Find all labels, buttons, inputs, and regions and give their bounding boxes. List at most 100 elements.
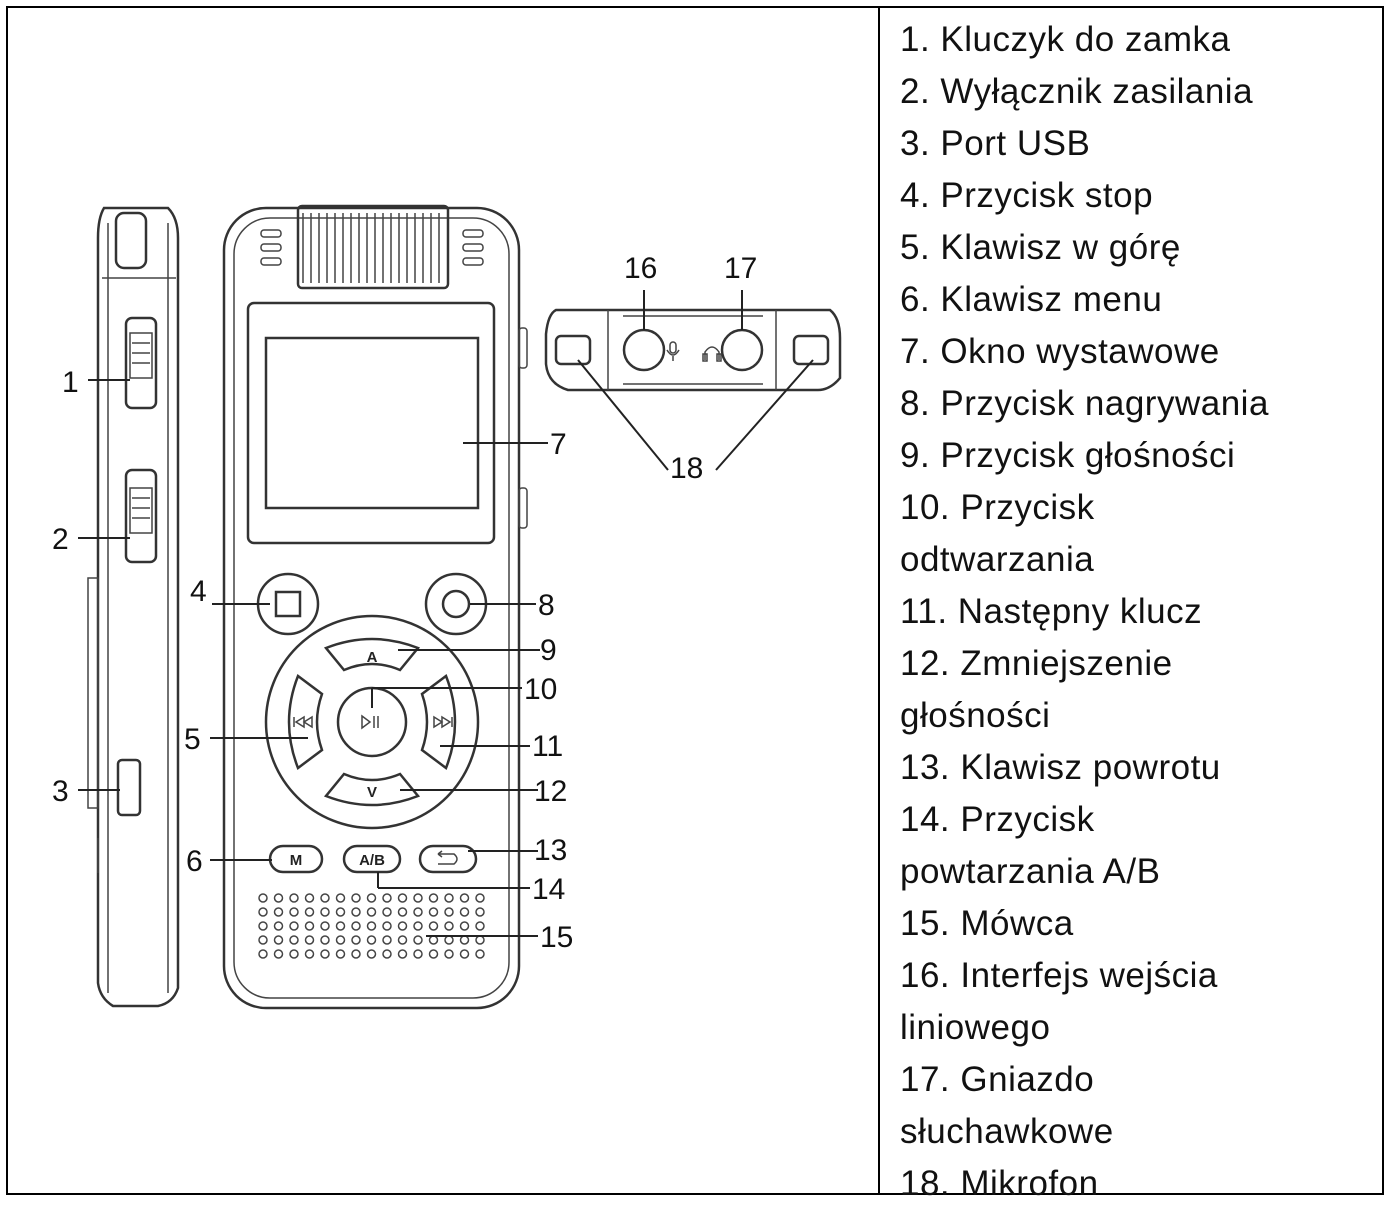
headphone-jack [720,328,764,372]
callout-2: 2 [52,523,69,556]
speaker-hole [382,949,392,959]
speaker-hole [444,921,454,931]
speaker-hole [428,935,439,945]
svg-text:A/B: A/B [359,852,385,869]
stop-icon [274,590,302,618]
legend-item-12: 12. Zmniejszenie głośności [900,644,1173,735]
speaker-hole [366,935,377,945]
speaker-hole [397,907,408,917]
speaker-hole [304,921,315,931]
legend-item-17: 17. Gniazdo słuchawkowe [900,1060,1114,1151]
previous-icon [293,715,313,729]
display-window [246,301,496,545]
legend-item-8: 8. Przycisk nagrywania [900,384,1269,423]
speaker-hole [320,907,330,917]
legend-item-11: 11. Następny klucz [900,592,1203,631]
callout-6: 6 [186,845,203,878]
speaker-hole [366,921,377,931]
headphones-icon [702,346,722,362]
speaker-hole [273,893,284,903]
speaker-hole [351,935,361,945]
speaker-hole [459,935,470,945]
speaker-hole [335,893,346,903]
legend-item-10: 10. Przycisk odtwarzania [900,488,1095,579]
speaker-hole [444,935,454,945]
speaker-hole [273,949,284,959]
speaker-hole [475,949,485,959]
column-divider [878,6,880,1195]
speaker-hole [351,949,361,959]
speaker-hole [335,921,346,931]
speaker-hole [459,949,470,959]
ab-repeat-button: A/B [342,844,402,874]
callout-7: 7 [550,428,567,461]
speaker-hole [397,921,408,931]
speaker-hole [444,949,454,959]
speaker-hole [382,935,392,945]
speaker-hole [335,949,346,959]
legend-item-3: 3. Port USB [900,124,1091,163]
speaker-hole [335,935,346,945]
callout-5: 5 [184,723,201,756]
speaker-hole [289,935,299,945]
return-icon [437,850,458,865]
speaker-hole [382,893,392,903]
speaker-hole [397,893,408,903]
speaker-hole [366,893,377,903]
speaker-hole [397,935,408,945]
speaker-hole [304,935,315,945]
speaker-hole [320,935,330,945]
line-in-jack [622,328,666,372]
callout-17: 17 [724,252,757,285]
callout-13: 13 [534,834,567,867]
microphone-icon [666,341,680,361]
side-view [87,206,180,1008]
speaker-hole [459,921,470,931]
callout-9: 9 [540,634,557,667]
speaker-hole [413,893,423,903]
legend-item-7: 7. Okno wystawowe [900,332,1220,371]
legend-item-15: 15. Mówca [900,904,1074,943]
speaker-hole [304,949,315,959]
front-view: A V M A/B [222,204,528,1010]
speaker-hole [413,907,423,917]
callout-16: 16 [624,252,657,285]
speaker-hole [413,935,423,945]
callout-15: 15 [540,921,573,954]
legend-item-6: 6. Klawisz menu [900,280,1163,319]
play-pause-icon [361,714,379,730]
next-icon [433,715,453,729]
edge-view [544,308,842,392]
speaker-hole [475,907,485,917]
speaker-hole [444,907,454,917]
record-icon [441,589,471,619]
speaker-hole [273,935,284,945]
legend-item-9: 9. Przycisk głośności [900,436,1236,475]
speaker-hole [258,921,268,931]
speaker-hole [366,907,377,917]
speaker-hole [289,921,299,931]
callout-12: 12 [534,775,567,808]
callout-8: 8 [538,589,555,622]
speaker-hole [413,949,423,959]
legend-item-1: 1. Kluczyk do zamka [900,20,1231,59]
speaker-hole [428,921,439,931]
svg-text:M: M [290,852,303,869]
leader-lines [78,290,814,937]
speaker-hole [289,893,299,903]
callout-11: 11 [532,730,563,763]
legend-item-13: 13. Klawisz powrotu [900,748,1221,787]
navigation-pad: A V [264,614,480,830]
callout-3: 3 [52,775,69,808]
speaker-hole [428,949,439,959]
device-diagram: A V M A/B [52,204,842,1010]
speaker-hole [304,907,315,917]
legend-item-4: 4. Przycisk stop [900,176,1154,215]
volume-down-label: V [367,784,377,801]
speaker-hole [289,949,299,959]
speaker-hole [335,907,346,917]
callout-14: 14 [532,873,565,906]
speaker-hole [413,921,423,931]
speaker-hole [320,921,330,931]
